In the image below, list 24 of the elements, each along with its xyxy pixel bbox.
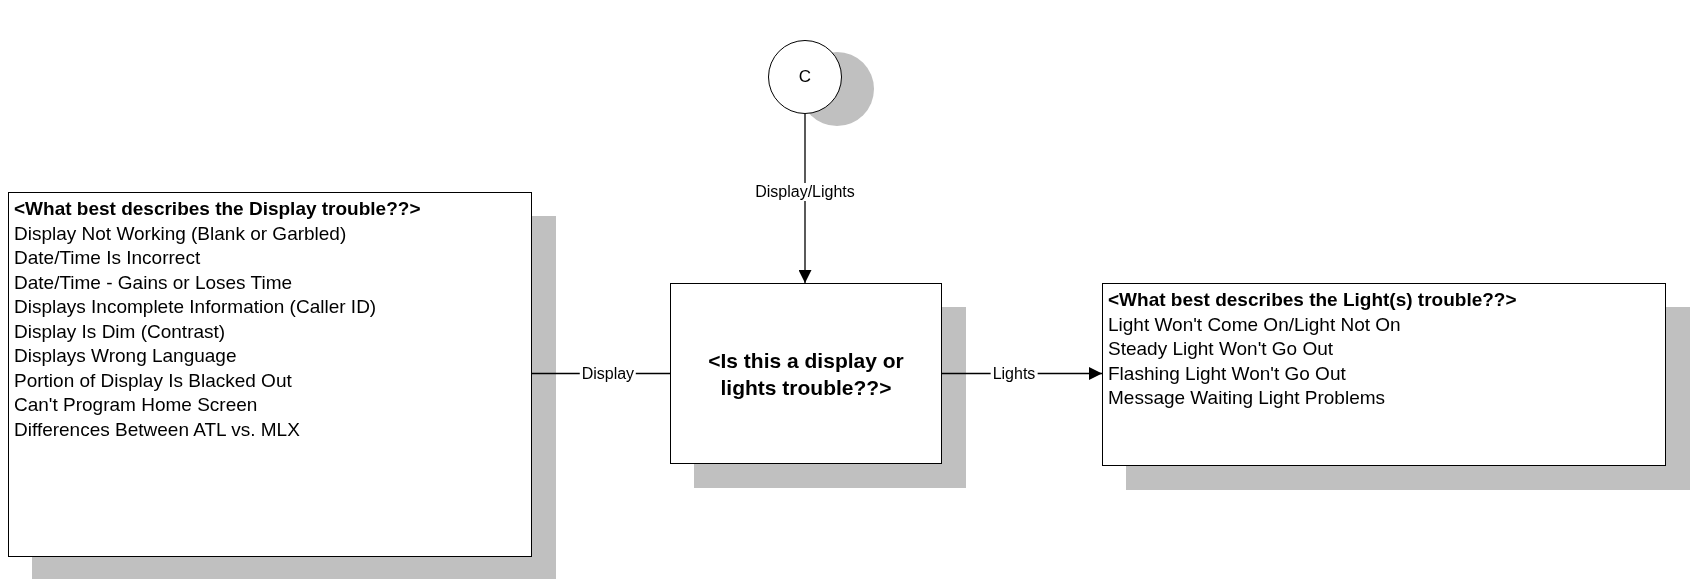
- list-item: Display Is Dim (Contrast): [14, 319, 227, 344]
- decision-box: [670, 283, 942, 464]
- edge-label: Display: [579, 364, 637, 383]
- question-text: <Is this a display or lights trouble??>: [707, 347, 905, 401]
- list-item: Can't Program Home Screen: [14, 393, 259, 417]
- list-item: Date/Time - Gains or Loses Time: [14, 270, 294, 295]
- list-box: [8, 192, 532, 557]
- arrow: [798, 113, 812, 284]
- list-box: [1102, 283, 1666, 466]
- list-item: Displays Wrong Language: [14, 344, 238, 368]
- list-item: Portion of Display Is Blacked Out: [14, 368, 293, 393]
- list-item: Differences Between ATL vs. MLX: [14, 417, 301, 442]
- list-item: Steady Light Won't Go Out: [1108, 337, 1335, 361]
- list-item: Light Won't Come On/Light Not On: [1108, 312, 1402, 337]
- connector-letter: C: [798, 67, 812, 87]
- edge-label: Lights: [990, 364, 1038, 383]
- question-heading: <What best describes the Display trouble??>: [14, 197, 422, 221]
- list-item: Message Waiting Light Problems: [1108, 386, 1387, 410]
- edge-label: Display/Lights: [753, 182, 857, 201]
- list-item: Flashing Light Won't Go Out: [1108, 361, 1347, 386]
- list-item: Date/Time Is Incorrect: [14, 246, 202, 270]
- question-heading: <What best describes the Light(s) trouble??>: [1108, 288, 1518, 312]
- list-item: Displays Incomplete Information (Caller ID): [14, 295, 378, 319]
- list-item: Display Not Working (Blank or Garbled): [14, 221, 348, 246]
